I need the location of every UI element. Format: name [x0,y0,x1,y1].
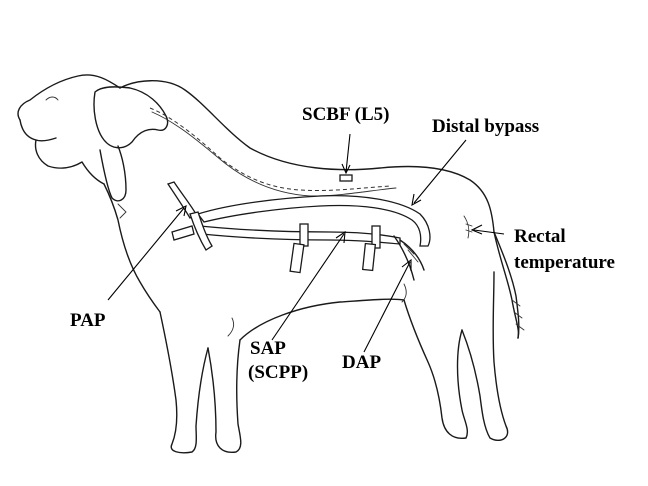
dog-outline [17,74,525,454]
clamp-right [371,225,381,249]
scbf-arrow [345,133,351,173]
rectal-label-line1: Rectal [514,226,566,247]
clamp-left [299,223,309,247]
vessel-system [117,174,473,337]
rectal-label-line2: temperature [514,252,615,273]
sap-label-line1: SAP [250,338,286,359]
sap-arrow [271,233,345,341]
scbf-probe [339,174,353,182]
dap-label: DAP [342,352,382,373]
distal-bypass-arrow [413,139,467,204]
annotation-arrows [107,133,505,353]
pap-label: PAP [70,310,106,331]
rectal-arrow [473,229,505,235]
sap-label-line2: (SCPP) [248,362,309,383]
scbf-label: SCBF (L5) [302,104,390,125]
pap-arrow [107,207,185,301]
dap-arrow [363,261,411,353]
distal-bypass-label: Distal bypass [432,116,540,137]
